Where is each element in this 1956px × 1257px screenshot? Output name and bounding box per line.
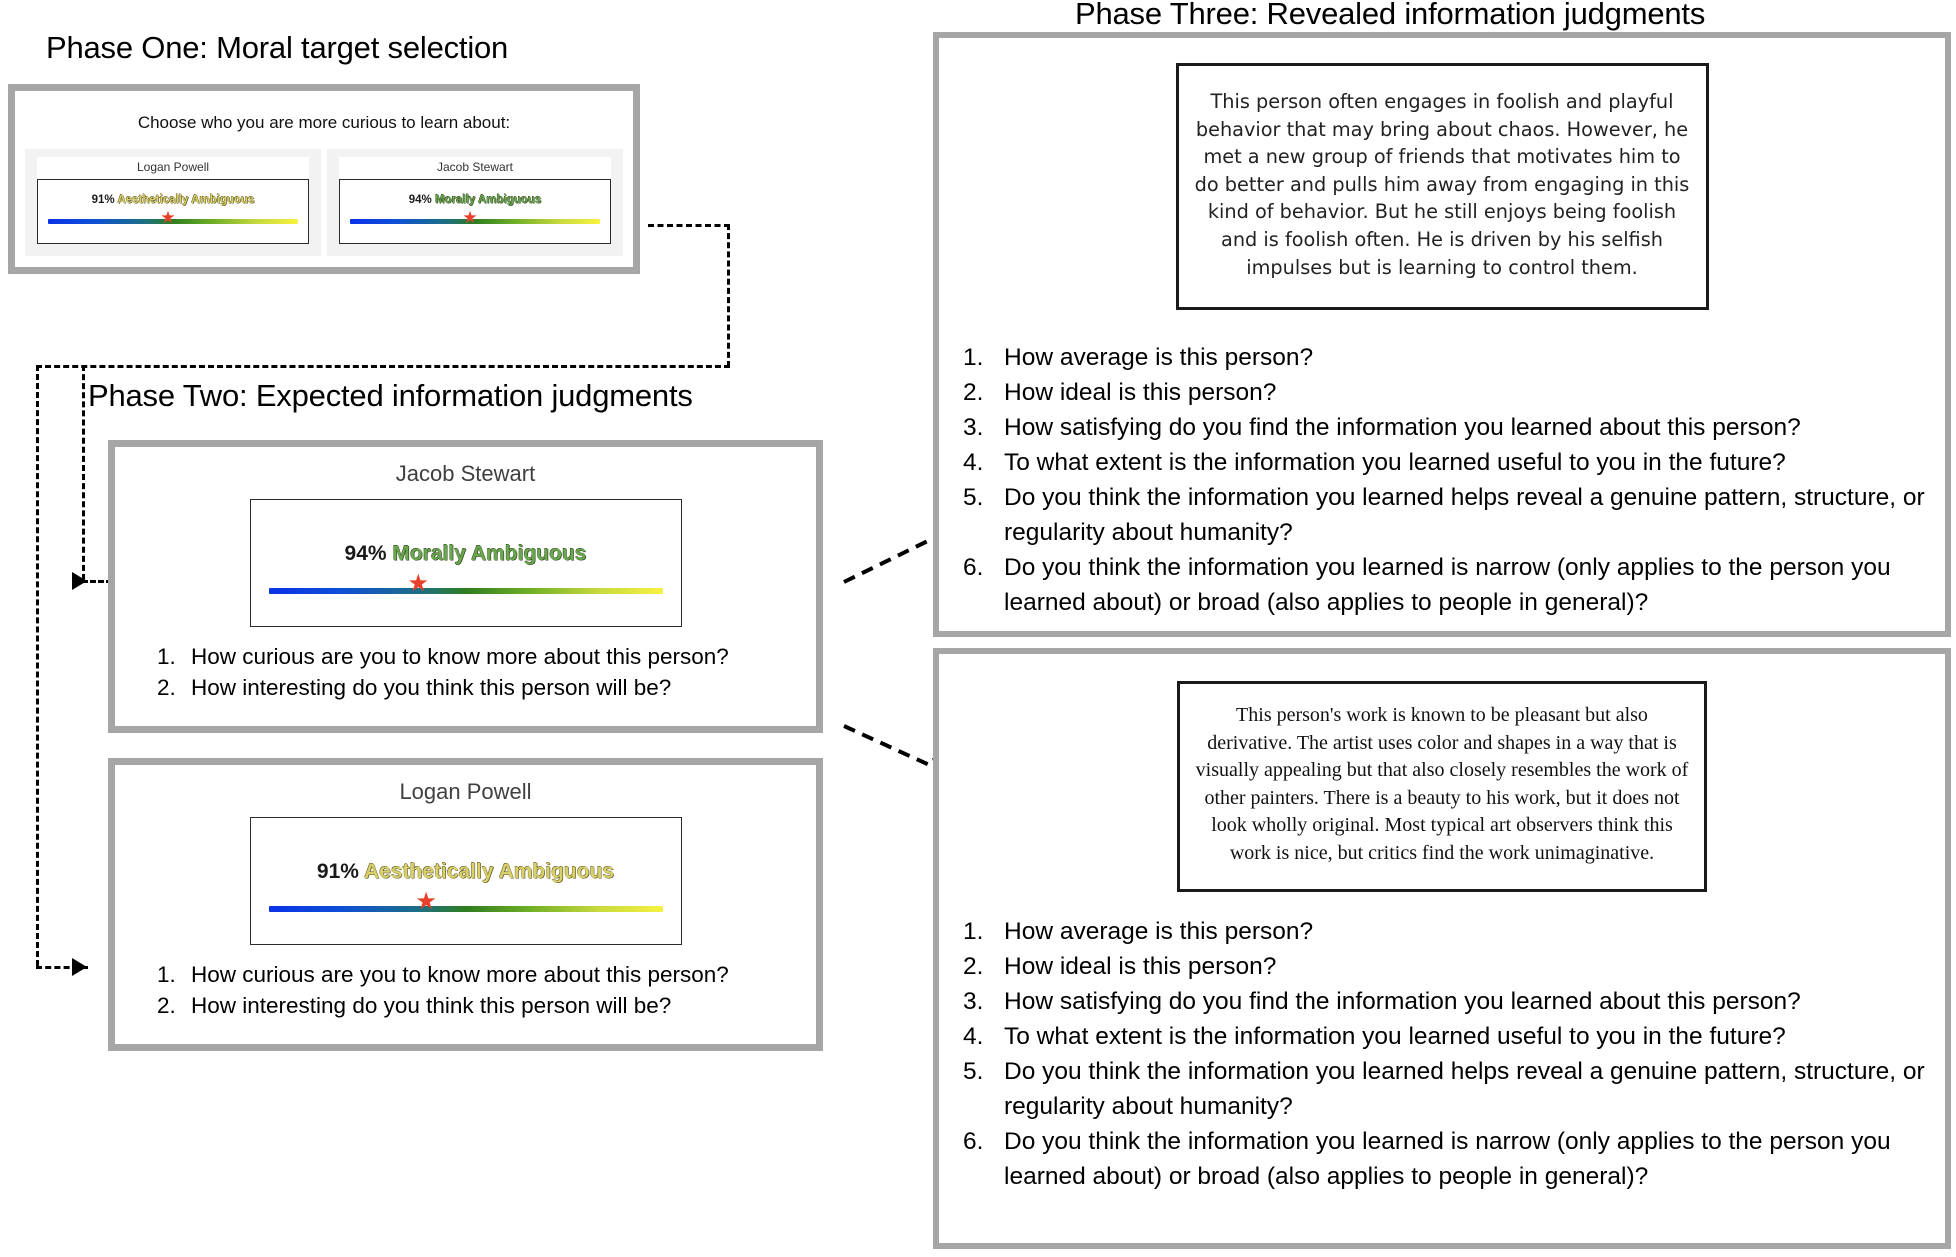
ambiguity-scale[interactable]: ★ — [350, 208, 600, 227]
question-item: How satisfying do you find the informati… — [963, 410, 1801, 445]
ambiguity-scale[interactable]: ★ — [268, 572, 663, 596]
scale-gradient-bar — [48, 219, 298, 224]
connector-segment — [36, 966, 88, 969]
ambiguity-percent: 94% — [344, 542, 387, 565]
question-item: How satisfying do you find the informati… — [963, 984, 1801, 1019]
question-item: Do you think the information you learned… — [963, 1124, 1891, 1190]
arrow-right-icon — [72, 572, 87, 590]
phase-two-panel-jacob: Jacob Stewart 94% Morally Ambiguous ★ Ho… — [108, 440, 823, 733]
connector-segment — [82, 580, 128, 583]
question-item: How average is this person? — [963, 914, 1314, 949]
ambiguity-percent: 94% — [408, 194, 432, 206]
phase-three-question-list: How average is this person? How ideal is… — [939, 340, 1945, 620]
arrow-right-icon — [72, 958, 87, 976]
ambiguity-type: Morally Ambiguous — [434, 194, 542, 206]
vignette-box: This person's work is known to be pleasa… — [1177, 681, 1707, 892]
phase-two-panel-logan: Logan Powell 91% Aesthetically Ambiguous… — [108, 758, 823, 1051]
target-card[interactable]: 91% Aesthetically Ambiguous ★ — [249, 817, 682, 945]
phase-one-prompt: Choose who you are more curious to learn… — [137, 113, 511, 132]
phase-two-question-list: How curious are you to know more about t… — [123, 959, 816, 1021]
phase-one-choice-row: Logan Powell 91% Aesthetically Ambiguous… — [15, 149, 633, 256]
star-icon: ★ — [462, 208, 478, 227]
target-card[interactable]: 94% Morally Ambiguous ★ — [249, 499, 682, 627]
ambiguity-scale[interactable]: ★ — [48, 208, 298, 227]
ambiguity-label: 91% Aesthetically Ambiguous — [251, 860, 681, 884]
target-name: Jacob Stewart — [339, 157, 611, 179]
question-item: How ideal is this person? — [963, 375, 1277, 410]
ambiguity-type: Aesthetically Ambiguous — [117, 194, 255, 206]
question-item: Do you think the information you learned… — [963, 480, 1925, 547]
target-name: Jacob Stewart — [395, 461, 536, 486]
target-card[interactable]: 91% Aesthetically Ambiguous ★ — [37, 179, 309, 244]
connector-segment — [648, 224, 730, 227]
phase-two-question-list: How curious are you to know more about t… — [123, 641, 816, 703]
phase-two-title: Phase Two: Expected information judgment… — [88, 378, 693, 413]
phase-three-panel-aesthetic: This person's work is known to be pleasa… — [933, 648, 1951, 1249]
ambiguity-scale[interactable]: ★ — [268, 890, 663, 914]
question-item: How interesting do you think this person… — [157, 672, 672, 703]
connector-segment — [82, 365, 85, 580]
target-card[interactable]: 94% Morally Ambiguous ★ — [339, 179, 611, 244]
question-item: How interesting do you think this person… — [157, 990, 672, 1021]
question-item: How curious are you to know more about t… — [157, 959, 729, 990]
vignette-box: This person often engages in foolish and… — [1175, 63, 1709, 311]
question-item: How average is this person? — [963, 340, 1314, 375]
ambiguity-label: 94% Morally Ambiguous — [251, 542, 681, 566]
star-icon: ★ — [415, 888, 437, 915]
vignette-text: This person's work is known to be pleasa… — [1195, 704, 1689, 864]
question-item: Do you think the information you learned… — [963, 550, 1891, 617]
phase-three-panel-moral: This person often engages in foolish and… — [933, 32, 1951, 637]
scale-gradient-bar — [268, 588, 663, 594]
question-item: To what extent is the information you le… — [963, 1019, 1786, 1054]
connector-segment — [36, 365, 730, 368]
phase-three-question-list: How average is this person? How ideal is… — [939, 914, 1945, 1194]
star-icon: ★ — [160, 208, 176, 227]
question-item: How ideal is this person? — [963, 949, 1277, 984]
phase-one-choice-jacob[interactable]: Jacob Stewart 94% Morally Ambiguous ★ — [327, 149, 623, 256]
question-item: Do you think the information you learned… — [963, 1054, 1925, 1120]
target-name: Logan Powell — [399, 779, 532, 804]
scale-gradient-bar — [350, 219, 600, 224]
phase-one-title: Phase One: Moral target selection — [46, 30, 509, 65]
ambiguity-label: 91% Aesthetically Ambiguous — [48, 194, 298, 206]
target-name: Logan Powell — [37, 157, 309, 179]
phase-one-panel: Choose who you are more curious to learn… — [8, 84, 640, 274]
ambiguity-percent: 91% — [91, 194, 115, 206]
question-item: How curious are you to know more about t… — [157, 641, 729, 672]
connector-segment — [727, 224, 730, 367]
phase-one-choice-logan[interactable]: Logan Powell 91% Aesthetically Ambiguous… — [25, 149, 321, 256]
star-icon: ★ — [407, 570, 429, 597]
ambiguity-type: Morally Ambiguous — [392, 542, 587, 565]
vignette-text: This person often engages in foolish and… — [1194, 90, 1690, 279]
phase-three-title: Phase Three: Revealed information judgme… — [1075, 0, 1706, 31]
ambiguity-label: 94% Morally Ambiguous — [350, 194, 600, 206]
ambiguity-percent: 91% — [316, 860, 359, 883]
connector-segment — [36, 365, 39, 966]
scale-gradient-bar — [268, 906, 663, 912]
question-item: To what extent is the information you le… — [963, 445, 1786, 480]
ambiguity-type: Aesthetically Ambiguous — [363, 860, 615, 883]
